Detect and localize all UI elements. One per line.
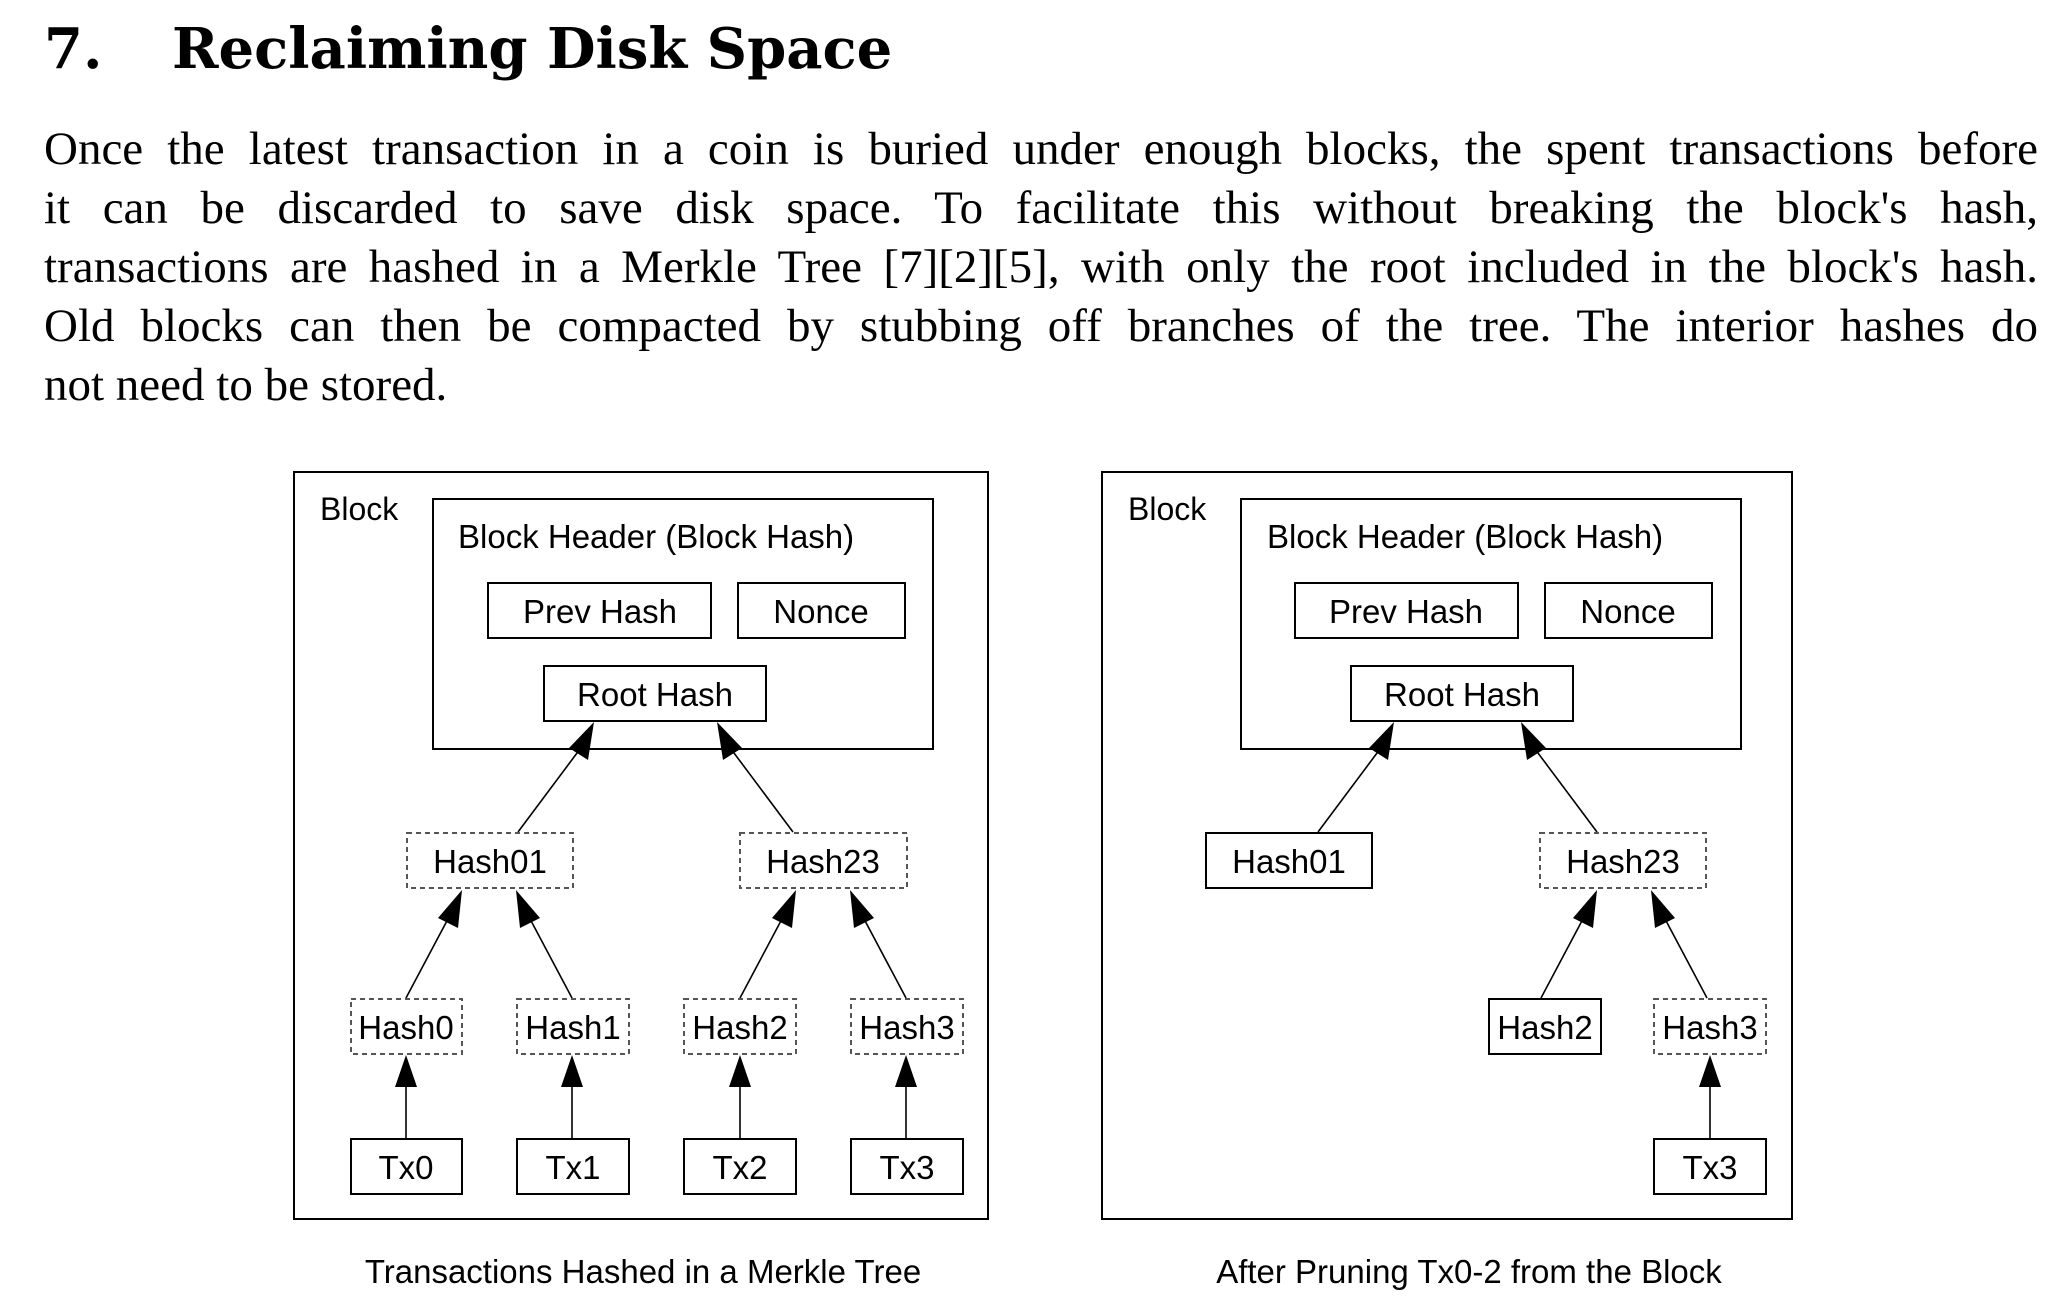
nonce-box bbox=[1544, 582, 1713, 639]
arrow-head bbox=[895, 1055, 917, 1087]
hash0-label: Hash0 bbox=[358, 1009, 453, 1046]
tx2-label: Tx2 bbox=[712, 1149, 767, 1186]
block-header-label: Block Header (Block Hash) bbox=[458, 518, 854, 555]
tx0-label: Tx0 bbox=[378, 1149, 433, 1186]
paragraph-line: transactions are hashed in a Merkle Tree… bbox=[44, 241, 2038, 293]
hash3-node bbox=[850, 998, 964, 1055]
tx0-node bbox=[350, 1138, 463, 1195]
hash23-node bbox=[1539, 832, 1707, 889]
tx1-label: Tx1 bbox=[545, 1149, 600, 1186]
hash01-label: Hash01 bbox=[433, 843, 547, 880]
block-label: Block bbox=[1128, 491, 1207, 527]
arrow-head bbox=[1573, 890, 1597, 928]
tx2-node bbox=[683, 1138, 797, 1195]
hash1-node bbox=[516, 998, 630, 1055]
hash23-label: Hash23 bbox=[766, 843, 880, 880]
body-paragraph: Once the latest transaction in a coin is… bbox=[44, 120, 2038, 415]
section-title: Reclaiming Disk Space bbox=[172, 16, 893, 82]
prev-hash-label: Prev Hash bbox=[1329, 593, 1483, 630]
paragraph-line: Old blocks can then be compacted by stub… bbox=[44, 300, 2038, 352]
arrow-head bbox=[516, 890, 540, 928]
hash2-label: Hash2 bbox=[692, 1009, 787, 1046]
prev-hash-box bbox=[1294, 582, 1519, 639]
arrow-head bbox=[1651, 890, 1675, 928]
section-heading: 7. Reclaiming Disk Space bbox=[44, 16, 892, 82]
block-label: Block bbox=[320, 491, 399, 527]
edge-line bbox=[739, 916, 784, 999]
prev-hash-label: Prev Hash bbox=[523, 593, 677, 630]
hash01-node bbox=[1205, 832, 1373, 889]
prev-hash-box bbox=[487, 582, 712, 639]
figure-caption: After Pruning Tx0-2 from the Block bbox=[1216, 1253, 1722, 1290]
arrow-head bbox=[717, 722, 742, 760]
paragraph-line: it can be discarded to save disk space. … bbox=[44, 182, 2038, 234]
hash3-node bbox=[1653, 998, 1767, 1055]
edge-line bbox=[1317, 748, 1381, 833]
hash3-label: Hash3 bbox=[859, 1009, 954, 1046]
nonce-label: Nonce bbox=[773, 593, 868, 630]
arrow-head bbox=[1369, 722, 1394, 760]
root-hash-box bbox=[543, 665, 767, 722]
edge-line bbox=[862, 916, 907, 999]
hash01-node bbox=[406, 832, 574, 889]
tx3-node bbox=[850, 1138, 964, 1195]
hash23-label: Hash23 bbox=[1566, 843, 1680, 880]
tx1-node bbox=[516, 1138, 630, 1195]
root-hash-box bbox=[1350, 665, 1574, 722]
hash23-node bbox=[739, 832, 908, 889]
edge-line bbox=[1534, 748, 1598, 833]
block-header-label: Block Header (Block Hash) bbox=[1267, 518, 1663, 555]
tx3-label: Tx3 bbox=[879, 1149, 934, 1186]
edge-line bbox=[1540, 916, 1585, 999]
root-hash-label: Root Hash bbox=[577, 676, 733, 713]
arrow-head bbox=[438, 890, 462, 928]
figure-pruned-tree: Block Block Header (Block Hash) Prev Has… bbox=[1101, 471, 1793, 1290]
arrow-head bbox=[729, 1055, 751, 1087]
tx3-node bbox=[1653, 1138, 1767, 1195]
hash2-node bbox=[1488, 998, 1602, 1055]
arrow-head bbox=[1521, 722, 1546, 760]
figure-caption: Transactions Hashed in a Merkle Tree bbox=[365, 1253, 921, 1290]
hash2-label: Hash2 bbox=[1497, 1009, 1592, 1046]
hash0-node bbox=[350, 998, 463, 1055]
arrow-head bbox=[395, 1055, 417, 1087]
edge-line bbox=[405, 916, 450, 999]
nonce-box bbox=[737, 582, 906, 639]
figure-merkle-tree: Block Block Header (Block Hash) Prev Has… bbox=[293, 471, 989, 1290]
edge-line bbox=[517, 748, 581, 833]
paragraph-line: Once the latest transaction in a coin is… bbox=[44, 123, 2038, 175]
arrow-head bbox=[561, 1055, 583, 1087]
arrow-head bbox=[569, 722, 594, 760]
edge-line bbox=[1663, 916, 1708, 999]
arrow-head bbox=[1699, 1055, 1721, 1087]
hash01-label: Hash01 bbox=[1232, 843, 1346, 880]
nonce-label: Nonce bbox=[1580, 593, 1675, 630]
arrow-head bbox=[850, 890, 874, 928]
tx3-label: Tx3 bbox=[1682, 1149, 1737, 1186]
arrow-head bbox=[772, 890, 796, 928]
root-hash-label: Root Hash bbox=[1384, 676, 1540, 713]
edge-line bbox=[730, 748, 794, 833]
paragraph-line: not need to be stored. bbox=[44, 359, 448, 411]
hash2-node bbox=[683, 998, 797, 1055]
hash1-label: Hash1 bbox=[525, 1009, 620, 1046]
edge-line bbox=[528, 916, 573, 999]
hash3-label: Hash3 bbox=[1662, 1009, 1757, 1046]
section-number: 7. bbox=[44, 16, 103, 82]
